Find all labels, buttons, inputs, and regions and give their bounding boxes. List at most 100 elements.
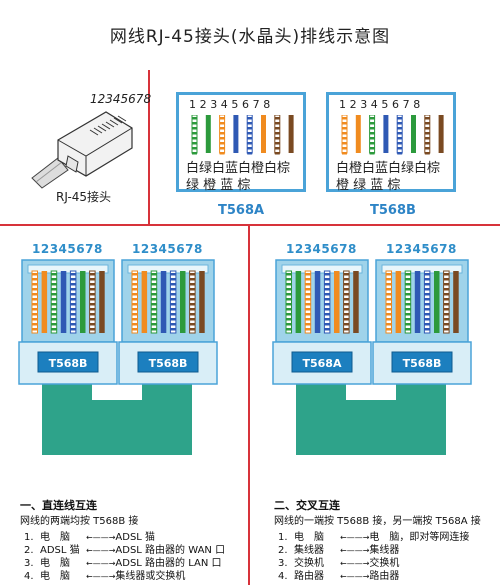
- note-device-b: 集线器: [369, 545, 400, 556]
- note-device-a: 路由器: [294, 571, 324, 582]
- wire-1-white-orange: [131, 270, 138, 334]
- note-device-a: 电 脑: [40, 571, 70, 582]
- notes-cross-sub: 网线的一端按 T568B 接，另一端按 T568A 接: [274, 516, 481, 527]
- double-arrow-icon: ←——→: [86, 572, 116, 581]
- note-device-a: 集线器: [294, 545, 324, 556]
- wire-color-row1: 白绿白蓝白橙白棕: [186, 161, 291, 176]
- connector-diagrams: T568B T568B T568A T568B: [18, 259, 472, 455]
- wire-3-white-green: [150, 270, 158, 334]
- connector-standard-label: T568B: [149, 357, 188, 370]
- wire-2-green: [205, 115, 211, 153]
- note-device-a: 电 脑: [294, 532, 324, 543]
- double-arrow-icon: ←——→: [340, 559, 370, 568]
- double-arrow-icon: ←——→: [340, 572, 370, 581]
- wire-6-orange: [334, 271, 340, 333]
- note-device-b: 交换机: [369, 558, 400, 569]
- wire-7-white-brown: [424, 115, 431, 155]
- note-device-a: 交换机: [294, 558, 324, 569]
- panel-t568a: 12345678 白绿白蓝白橙白棕 绿 橙 蓝 棕: [176, 92, 306, 193]
- wire-2-orange: [355, 115, 361, 153]
- divider-horizontal: [0, 224, 500, 226]
- pin-numbers-cross-left: 12345678: [286, 242, 357, 256]
- wire-1-white-orange: [385, 270, 392, 334]
- cable-straight: [42, 400, 192, 455]
- connector-standard-label: T568B: [403, 357, 442, 370]
- wire-color-row2: 橙 绿 蓝 棕: [336, 178, 401, 193]
- note-number: 3.: [278, 558, 288, 569]
- wire-2-orange: [395, 271, 402, 333]
- wire-4-blue: [60, 271, 67, 333]
- label-t568b: T568B: [370, 203, 416, 218]
- double-arrow-icon: ←——→: [86, 546, 116, 555]
- wire-6-green: [180, 271, 186, 333]
- double-arrow-icon: ←——→: [86, 559, 116, 568]
- wire-3-white-green: [369, 115, 376, 155]
- wire-color-stripes: [191, 115, 294, 155]
- wire-8-brown: [353, 271, 359, 333]
- wire-8-brown: [99, 271, 105, 333]
- divider-vertical-bottom: [248, 224, 250, 585]
- note-line: 4.路由器←——→路由器: [278, 567, 399, 582]
- wire-4-blue: [233, 115, 239, 153]
- connector-cross-left: T568A: [272, 259, 372, 385]
- wire-5-white-blue: [69, 270, 77, 334]
- wire-4-blue: [160, 271, 167, 333]
- plug-label: RJ-45接头: [56, 190, 112, 204]
- cable-label-straight: 直连互联法: [83, 456, 174, 475]
- note-number: 1.: [278, 532, 288, 543]
- wire-color-row2: 绿 橙 蓝 棕: [186, 178, 251, 193]
- double-arrow-icon: ←——→: [340, 533, 370, 542]
- note-device-a: 电 脑: [40, 532, 70, 543]
- note-device-b: 集线器或交换机: [115, 571, 186, 582]
- wire-4-blue: [314, 271, 321, 333]
- wire-1-white-green: [285, 270, 292, 334]
- note-number: 2.: [24, 545, 34, 556]
- wire-5-white-blue: [396, 115, 403, 155]
- wire-6-orange: [261, 115, 266, 153]
- panel-t568b: 12345678 白橙白蓝白绿白棕 橙 绿 蓝 棕: [326, 92, 456, 193]
- notes-straight-heading: 一、直连线互连: [20, 499, 97, 512]
- wire-8-brown: [199, 271, 205, 333]
- note-line: 3.交换机←——→交换机: [278, 554, 399, 569]
- pin-numbers-straight-left: 12345678: [32, 242, 103, 256]
- wire-7-white-brown: [343, 270, 350, 334]
- cable-straight-left-stub: [42, 384, 92, 400]
- cable-straight-right-stub: [142, 384, 192, 400]
- wire-2-orange: [141, 271, 148, 333]
- connector-straight-left: T568B: [18, 259, 118, 385]
- wire-2-green: [295, 271, 302, 333]
- note-device-b: ADSL 路由器的 LAN 口: [115, 558, 222, 569]
- rj45-plug-illustration: [31, 111, 133, 189]
- wire-7-white-brown: [189, 270, 196, 334]
- wire-6-green: [411, 115, 416, 153]
- wire-6-green: [80, 271, 86, 333]
- wire-4-blue: [414, 271, 421, 333]
- connector-standard-label: T568A: [303, 357, 342, 370]
- note-device-a: ADSL 猫: [40, 545, 80, 556]
- note-line: 3.电 脑←——→ADSL 路由器的 LAN 口: [24, 554, 222, 569]
- wire-7-white-brown: [443, 270, 450, 334]
- pin-numbers-straight-right: 12345678: [132, 242, 203, 256]
- wire-3-white-orange: [219, 115, 226, 155]
- note-number: 1.: [24, 532, 34, 543]
- cable-straight-gap: [92, 384, 142, 400]
- note-number: 2.: [278, 545, 288, 556]
- cable-cross-gap: [346, 384, 396, 400]
- wire-7-white-brown: [89, 270, 96, 334]
- plug-pin-numbers: 12345678: [90, 92, 152, 106]
- note-device-b: 路由器: [369, 571, 400, 582]
- wire-5-white-blue: [246, 115, 253, 155]
- note-line: 1.电 脑←——→ADSL 猫: [24, 528, 155, 543]
- connector-cross-right: T568B: [372, 259, 472, 385]
- pin-numbers-cross-right: 12345678: [386, 242, 457, 256]
- wire-color-row1: 白橙白蓝白绿白棕: [336, 161, 441, 176]
- divider-vertical-top: [148, 70, 150, 225]
- wire-1-white-orange: [31, 270, 38, 334]
- wire-5-white-blue: [169, 270, 177, 334]
- cable-label-cross: 交叉互联法: [334, 456, 425, 475]
- wire-3-white-green: [404, 270, 412, 334]
- note-device-b: ADSL 猫: [115, 532, 156, 543]
- label-t568a: T568A: [218, 203, 265, 218]
- double-arrow-icon: ←——→: [340, 546, 370, 555]
- wire-2-orange: [41, 271, 48, 333]
